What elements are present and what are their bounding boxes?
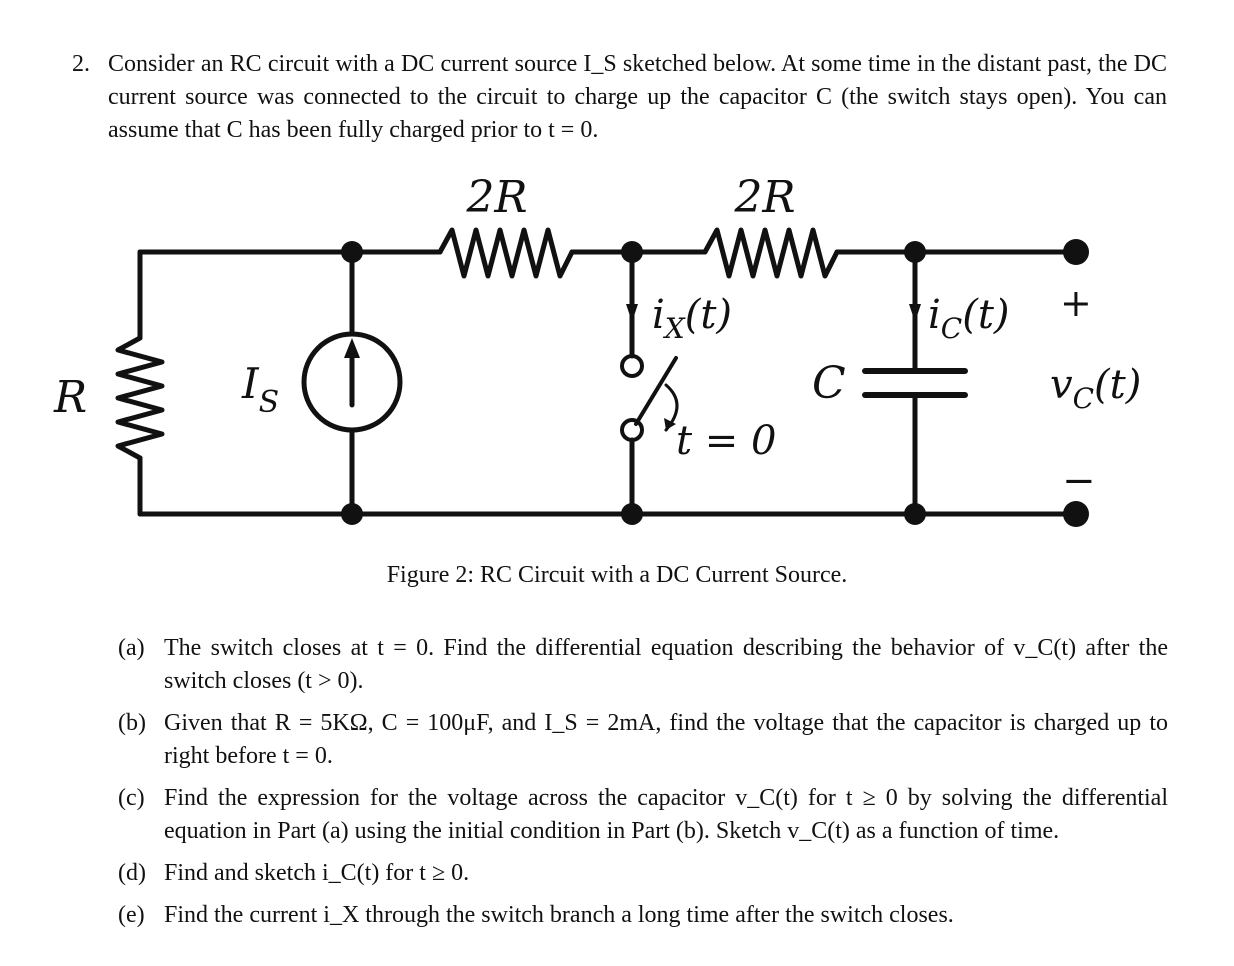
label-minus: − [1062,458,1096,504]
label-switch-time: t = 0 [676,418,776,464]
node-top-switch [621,241,643,263]
figure-caption: Figure 2: RC Circuit with a DC Current S… [386,562,848,588]
question-parts: (a) The switch closes at t = 0. Find the… [118,632,1168,941]
part-c: (c) Find the expression for the voltage … [118,782,1168,848]
circuit-diagram: 2R 2R R IS iX(t) t = 0 C iC(t) + − vC(t) [53,172,1141,527]
current-source-arrowhead [344,338,360,358]
node-top-cap [904,241,926,263]
part-a: (a) The switch closes at t = 0. Find the… [118,632,1168,698]
switch-current-arrowhead [626,304,638,322]
part-text: Given that R = 5KΩ, C = 100μF, and I_S =… [164,710,1168,769]
label-ix: iX(t) [652,292,732,345]
part-e: (e) Find the current i_X through the swi… [118,899,1168,932]
part-label: (b) [118,710,146,736]
terminal-top [1063,239,1089,265]
label-vc: vC(t) [1050,362,1141,415]
part-text: Find and sketch i_C(t) for t ≥ 0. [164,860,470,886]
part-label: (e) [118,902,145,928]
switch-contact-top [620,354,644,378]
part-label: (c) [118,785,145,811]
label-capacitor: C [812,358,846,409]
part-d: (d) Find and sketch i_C(t) for t ≥ 0. [118,857,1168,890]
cap-current-arrowhead [909,304,921,322]
node-bottom-source [341,503,363,525]
part-label: (a) [118,635,145,661]
part-label: (d) [118,860,146,886]
label-2r-left: 2R [465,172,527,223]
label-r: R [53,372,87,423]
switch-time-arrowhead [664,418,676,430]
problem-statement: 2. Consider an RC circuit with a DC curr… [72,48,1167,147]
node-bottom-switch [621,503,643,525]
resistor-2r-left [437,227,575,279]
label-is: IS [241,359,279,420]
node-bottom-cap [904,503,926,525]
part-text: Find the current i_X through the switch … [164,902,954,928]
label-ic: iC(t) [928,292,1010,345]
terminal-bottom [1063,501,1089,527]
problem-number: 2. [72,51,90,77]
resistor-2r-right [702,227,840,279]
label-2r-right: 2R [733,172,795,223]
switch-blade [634,356,678,426]
resistor-r-left [115,335,165,461]
switch-contact-bottom [620,418,644,442]
node-top-source [341,241,363,263]
part-b: (b) Given that R = 5KΩ, C = 100μF, and I… [118,707,1168,773]
part-text: The switch closes at t = 0. Find the dif… [164,635,1168,694]
current-source-circle [301,331,403,433]
part-text: Find the expression for the voltage acro… [164,785,1168,844]
label-plus: + [1060,281,1092,325]
problem-text: Consider an RC circuit with a DC current… [108,51,1167,143]
